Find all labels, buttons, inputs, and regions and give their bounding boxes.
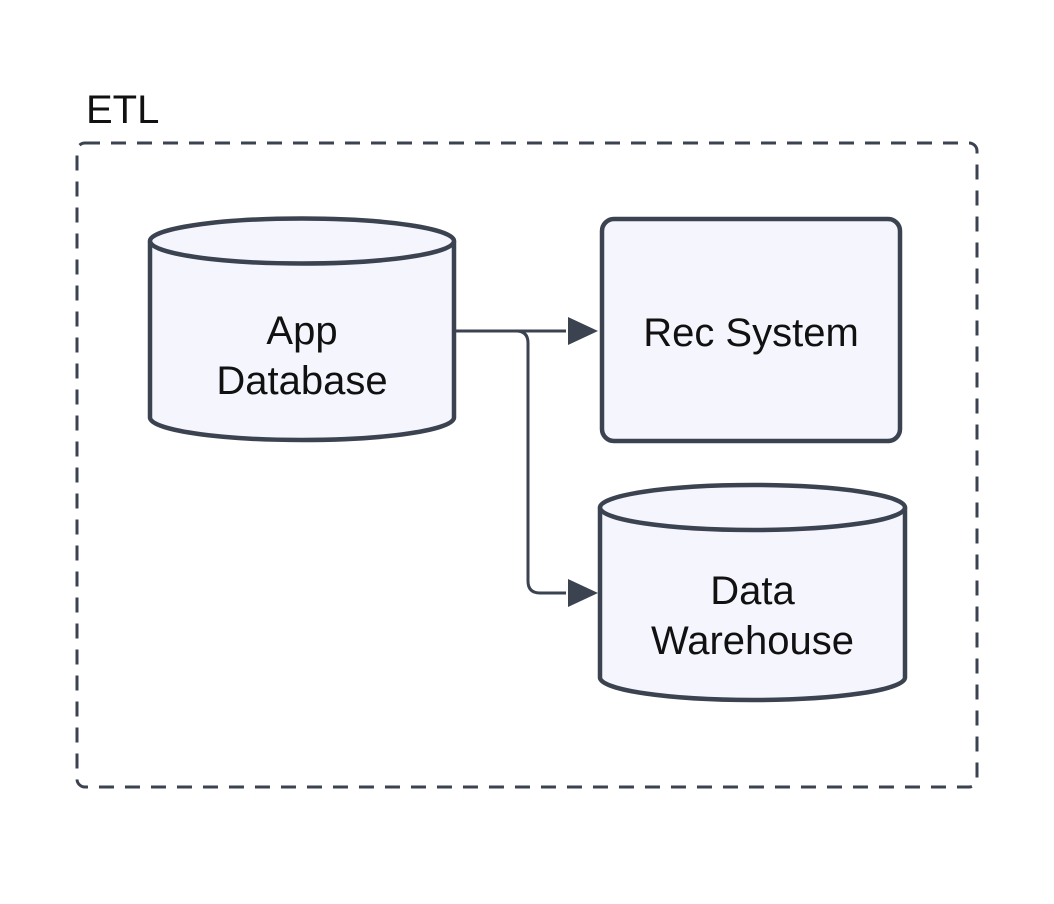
container-label: ETL: [86, 88, 159, 132]
rec-system-box: [599, 216, 903, 444]
arrowhead-warehouse-icon: [568, 579, 598, 607]
app-database-cylinder-lid: [147, 240, 457, 266]
app-database-label-line2: Database: [216, 359, 387, 403]
edge-appdb-to-warehouse: [454, 329, 566, 595]
data-warehouse-label-line1: Data: [710, 569, 795, 613]
node-data-warehouse: Data Warehouse: [597, 482, 908, 703]
data-warehouse-cylinder-lid: [597, 507, 908, 533]
node-app-database: App Database: [147, 216, 457, 443]
data-warehouse-label-line2: Warehouse: [651, 619, 854, 663]
rec-system-label: Rec System: [643, 311, 859, 355]
etl-container-border: [75, 141, 979, 789]
arrowhead-recsystem-icon: [568, 317, 598, 345]
node-rec-system: Rec System: [599, 216, 903, 444]
app-database-cylinder-body: [147, 216, 457, 443]
app-database-label-line1: App: [266, 309, 337, 353]
data-warehouse-cylinder-body: [597, 482, 908, 703]
